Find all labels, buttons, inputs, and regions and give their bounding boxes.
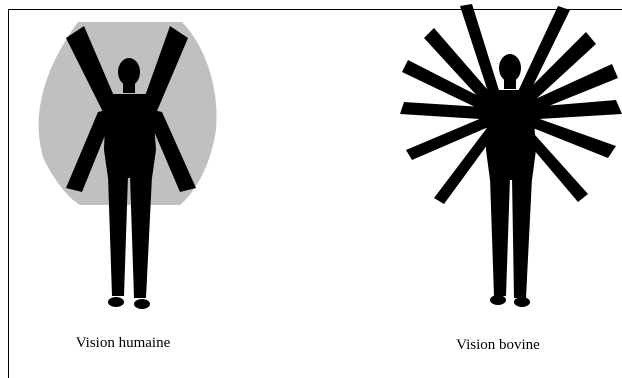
bovine-silhouette — [486, 54, 536, 307]
caption-human-vision: Vision humaine — [23, 335, 223, 352]
human-vision-figure — [20, 0, 240, 330]
bovine-vision-figure — [390, 0, 622, 330]
caption-bovine-vision: Vision bovine — [398, 337, 598, 354]
